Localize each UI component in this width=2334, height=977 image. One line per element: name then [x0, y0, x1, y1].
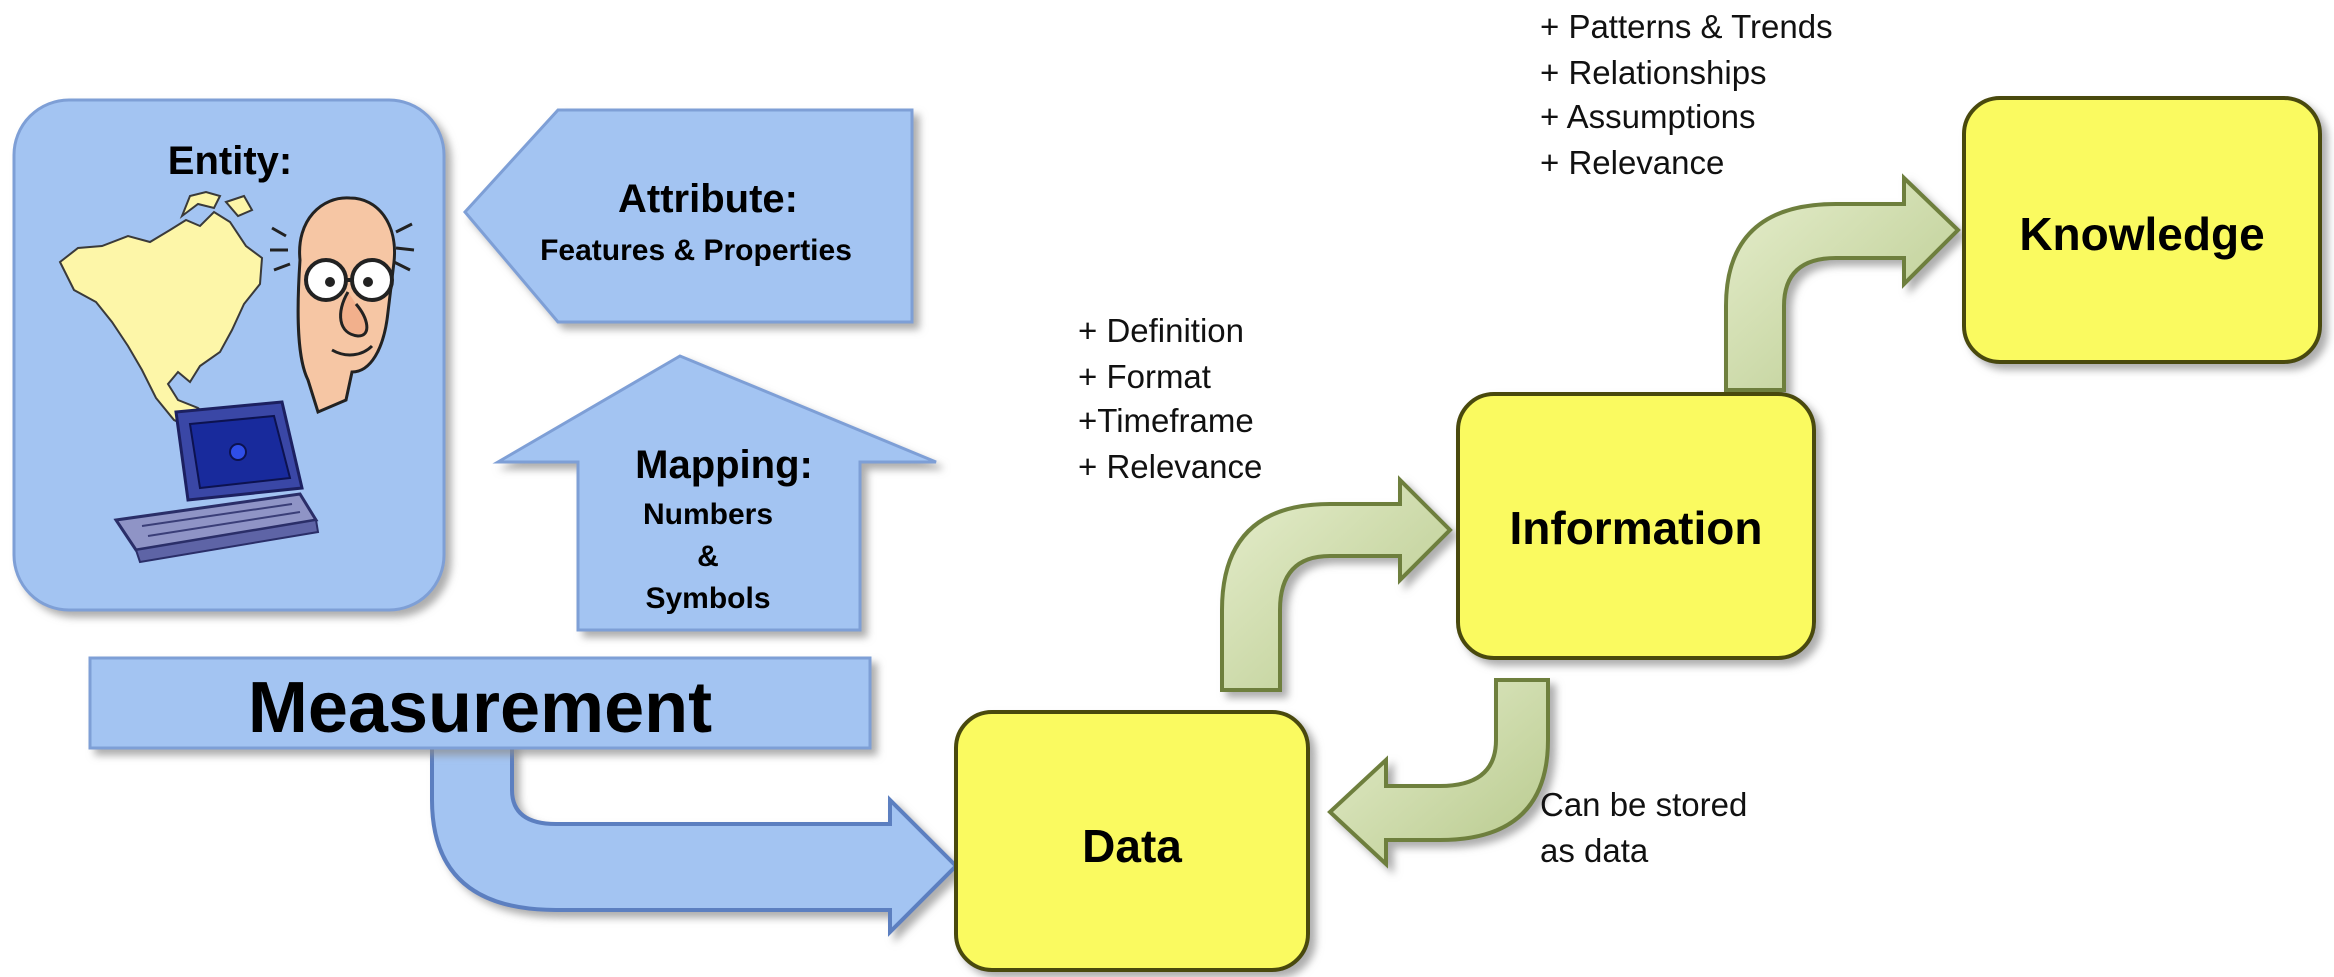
mapping-arrow: Mapping: Numbers & Symbols: [492, 354, 937, 632]
knowledge-node-label: Knowledge: [2019, 208, 2264, 260]
note-format: + Format: [1078, 358, 1211, 395]
measurement-label: Measurement: [248, 668, 712, 748]
mapping-title: Mapping:: [635, 443, 813, 487]
attribute-arrow: Attribute: Features & Properties: [463, 108, 914, 324]
entity-title: Entity:: [168, 139, 292, 183]
data-node-label: Data: [1082, 820, 1182, 872]
information-to-data-note: Can be stored as data: [1540, 786, 1747, 869]
entity-box: Entity:: [12, 98, 446, 612]
attribute-subtitle: Features & Properties: [540, 234, 852, 267]
information-node: Information: [1456, 392, 1816, 660]
note-patterns-trends: + Patterns & Trends: [1540, 8, 1833, 45]
mapping-line-ampersand: &: [697, 540, 719, 573]
note-assumptions: + Assumptions: [1540, 98, 1756, 135]
note-relevance-2: + Relevance: [1540, 144, 1724, 181]
north-america-map-icon: [58, 190, 264, 432]
attribute-title: Attribute:: [618, 177, 798, 221]
note-relationships: + Relationships: [1540, 54, 1767, 91]
note-timeframe: +Timeframe: [1078, 402, 1254, 439]
note-can-be-stored: Can be stored: [1540, 786, 1747, 823]
cartoon-person-icon: [270, 196, 415, 415]
information-to-knowledge-arrow: [1724, 173, 1961, 392]
knowledge-node: Knowledge: [1962, 96, 2322, 364]
data-to-information-notes: + Definition + Format +Timeframe + Relev…: [1078, 312, 1262, 485]
note-as-data: as data: [1540, 832, 1649, 869]
data-node: Data: [954, 710, 1310, 972]
laptop-icon: [113, 400, 320, 564]
note-relevance: + Relevance: [1078, 448, 1262, 485]
information-to-knowledge-notes: + Patterns & Trends + Relationships + As…: [1540, 8, 1833, 181]
measurement-bar: Measurement: [88, 656, 872, 750]
information-to-data-arrow: [1327, 678, 1550, 869]
mapping-line-numbers: Numbers: [643, 498, 773, 531]
measurement-to-data-arrow: [430, 738, 959, 937]
information-node-label: Information: [1510, 502, 1763, 554]
data-to-information-arrow: [1220, 475, 1453, 692]
note-definition: + Definition: [1078, 312, 1244, 349]
mapping-line-symbols: Symbols: [645, 582, 770, 615]
